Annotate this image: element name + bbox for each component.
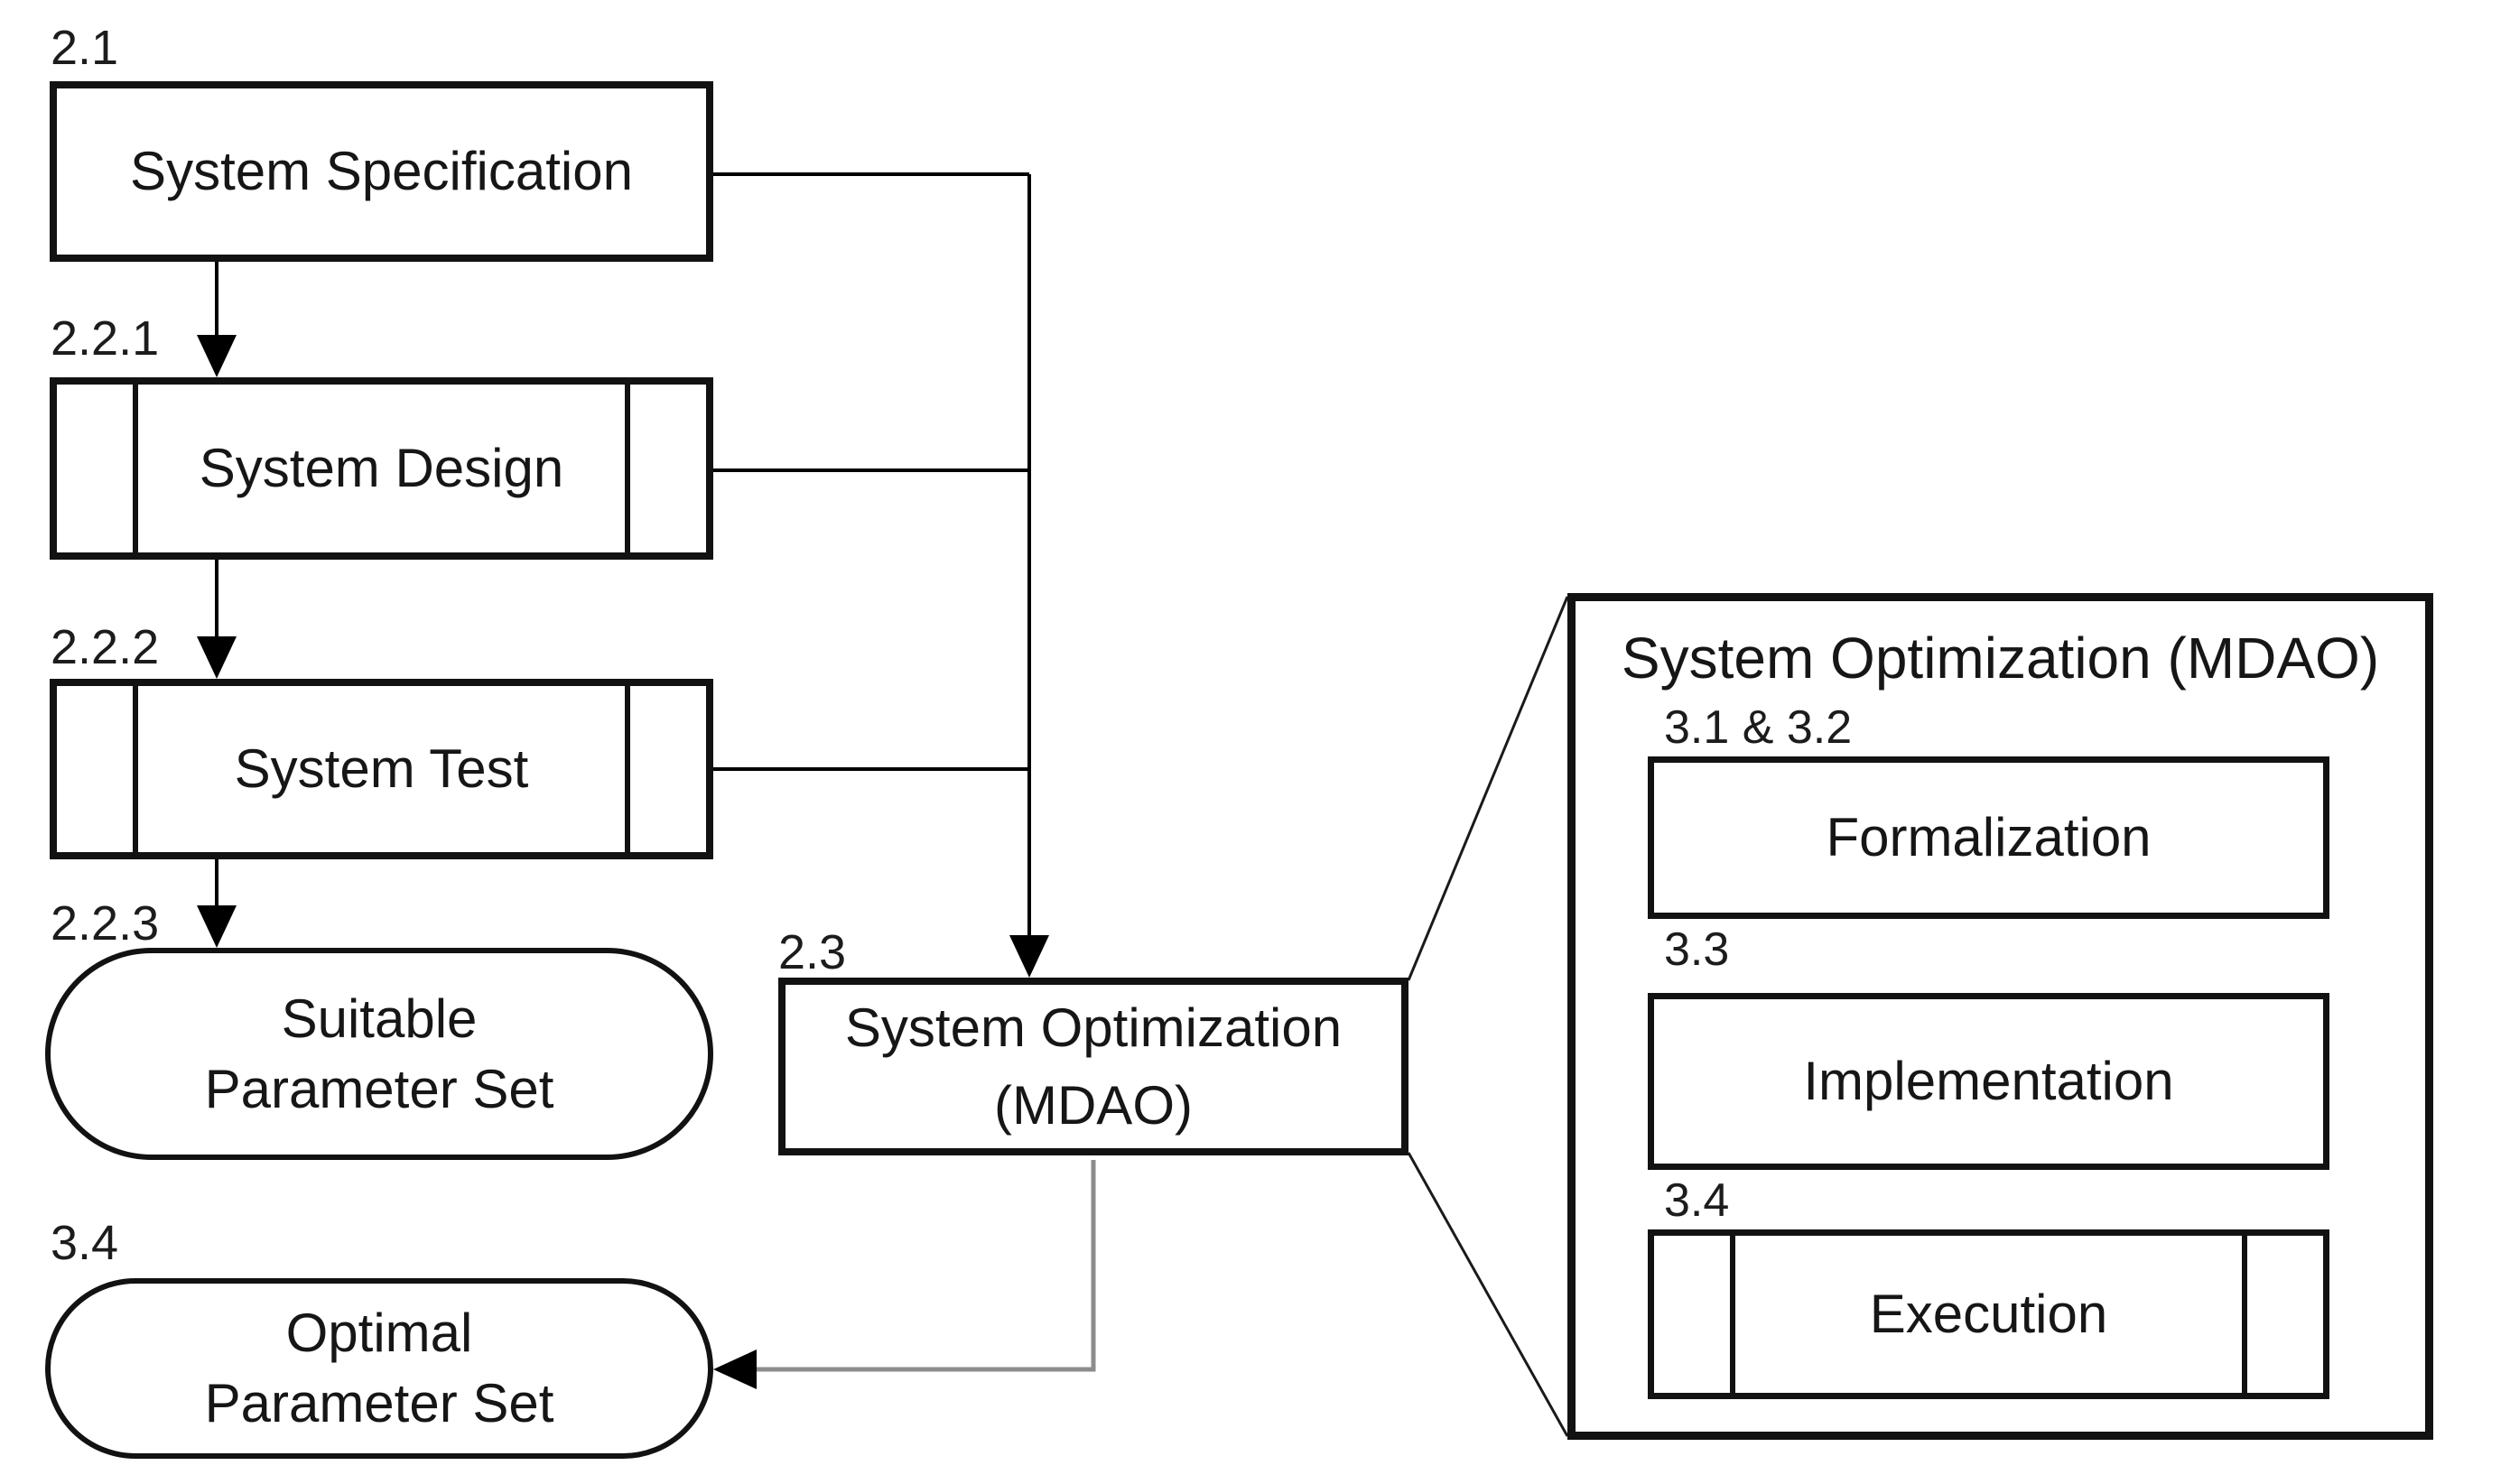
predefined-process-line [133, 686, 138, 852]
step-number-design: 2.2.1 [51, 311, 160, 366]
step-number-suitable: 2.2.3 [51, 896, 160, 951]
predefined-process-line [2242, 1236, 2247, 1393]
step-number-formalization: 3.1 & 3.2 [1664, 701, 1853, 754]
predefined-process-line [1730, 1236, 1735, 1393]
terminator-suitable-parameter-set: Suitable Parameter Set [45, 948, 713, 1160]
box-system-specification-label: System Specification [130, 141, 633, 201]
step-number-test: 2.2.2 [51, 620, 160, 674]
arrowhead-design [197, 335, 237, 377]
arrowhead-optimal [713, 1350, 757, 1389]
box-formalization-label: Formalization [1826, 807, 2152, 867]
box-implementation: Implementation [1648, 993, 2329, 1170]
detail-panel-title: System Optimization (MDAO) [1621, 626, 2380, 691]
step-number-implementation: 3.3 [1664, 923, 1730, 976]
optimization-line1: System Optimization [844, 997, 1343, 1058]
step-number-execution: 3.4 [1664, 1174, 1730, 1227]
predefined-process-line [625, 385, 630, 552]
box-execution-label: Execution [1869, 1284, 2108, 1344]
suitable-line1: Suitable [281, 988, 478, 1049]
arrowhead-into-optimization [1009, 935, 1049, 978]
terminator-optimal-parameter-set: Optimal Parameter Set [45, 1278, 713, 1459]
zoom-diagonal-bottom [1407, 1152, 1569, 1437]
step-number-optimization: 2.3 [778, 925, 847, 979]
step-number-optimal: 3.4 [51, 1216, 119, 1270]
optimal-line2: Parameter Set [204, 1373, 554, 1433]
optimal-line1: Optimal [285, 1303, 473, 1363]
step-number-spec: 2.1 [51, 21, 119, 75]
suitable-line2: Parameter Set [204, 1058, 554, 1119]
box-execution: Execution [1648, 1229, 2329, 1399]
box-system-test-label: System Test [234, 738, 529, 799]
predefined-process-line [133, 385, 138, 552]
optimization-line2: (MDAO) [994, 1074, 1193, 1136]
arrowhead-suitable [197, 905, 237, 948]
box-formalization: Formalization [1648, 756, 2329, 919]
connector-return-path [757, 1160, 1096, 1372]
box-implementation-label: Implementation [1803, 1051, 2174, 1111]
predefined-process-line [625, 686, 630, 852]
zoom-diagonal-top [1407, 596, 1569, 981]
box-system-test: System Test [50, 679, 713, 859]
box-system-optimization: System Optimization (MDAO) [778, 978, 1408, 1155]
box-system-design-label: System Design [199, 438, 564, 498]
box-system-design: System Design [50, 377, 713, 560]
box-system-specification: System Specification [50, 81, 713, 262]
arrowhead-test [197, 636, 237, 679]
